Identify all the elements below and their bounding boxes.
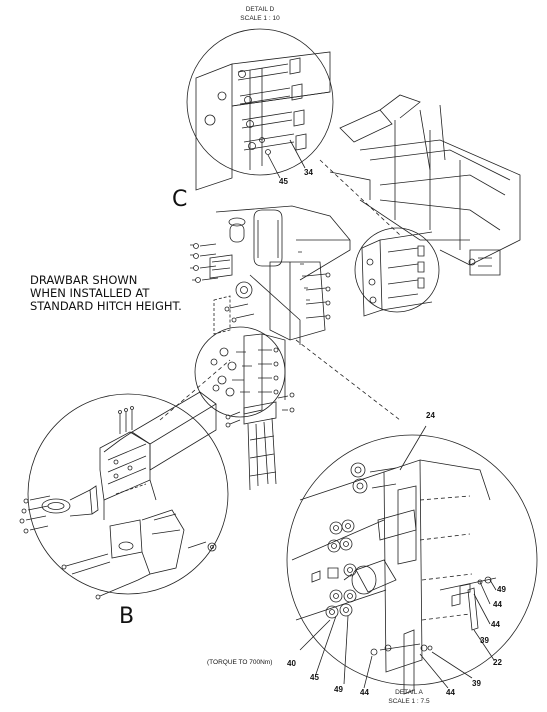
callout-44-right-1: 44	[493, 600, 502, 609]
callout-44-bottom-right: 44	[446, 688, 455, 697]
callout-22: 22	[493, 658, 502, 667]
detail-a-circle	[286, 425, 538, 695]
view-c-assembly	[190, 205, 351, 345]
detail-d-scale: SCALE 1 : 10	[240, 15, 280, 22]
callout-39-right: 39	[480, 636, 489, 645]
drawbar-installation-note: DRAWBAR SHOWN WHEN INSTALLED AT STANDARD…	[30, 273, 182, 313]
callout-24: 24	[426, 411, 435, 420]
drawbar-view-b-circle	[19, 391, 229, 600]
view-letter-c: C	[172, 187, 188, 212]
callout-40: 40	[287, 659, 296, 668]
callout-34-detail-d: 34	[304, 168, 313, 177]
detail-d-circle	[186, 28, 334, 191]
step-ladder	[225, 392, 295, 491]
callout-44-bottom-left: 44	[360, 688, 369, 697]
detail-d-title: DETAIL D	[245, 6, 275, 13]
callout-45-detail-a: 45	[310, 673, 319, 682]
callout-44-right-2: 44	[491, 620, 500, 629]
callout-39-bottom: 39	[472, 679, 481, 688]
callout-49-right: 49	[497, 585, 506, 594]
bracket-view-circle	[354, 227, 440, 317]
view-letter-b: B	[119, 604, 135, 629]
callout-45-detail-d: 45	[279, 177, 288, 186]
frame-assembly	[329, 94, 521, 276]
torque-note: (TORQUE TO 700Nm)	[207, 659, 273, 666]
callout-49-bottom: 49	[334, 685, 343, 694]
detail-a-title: DETAIL A	[395, 689, 423, 696]
bolt-group-circle	[194, 326, 286, 418]
detail-a-scale: SCALE 1 : 7.5	[388, 698, 430, 705]
